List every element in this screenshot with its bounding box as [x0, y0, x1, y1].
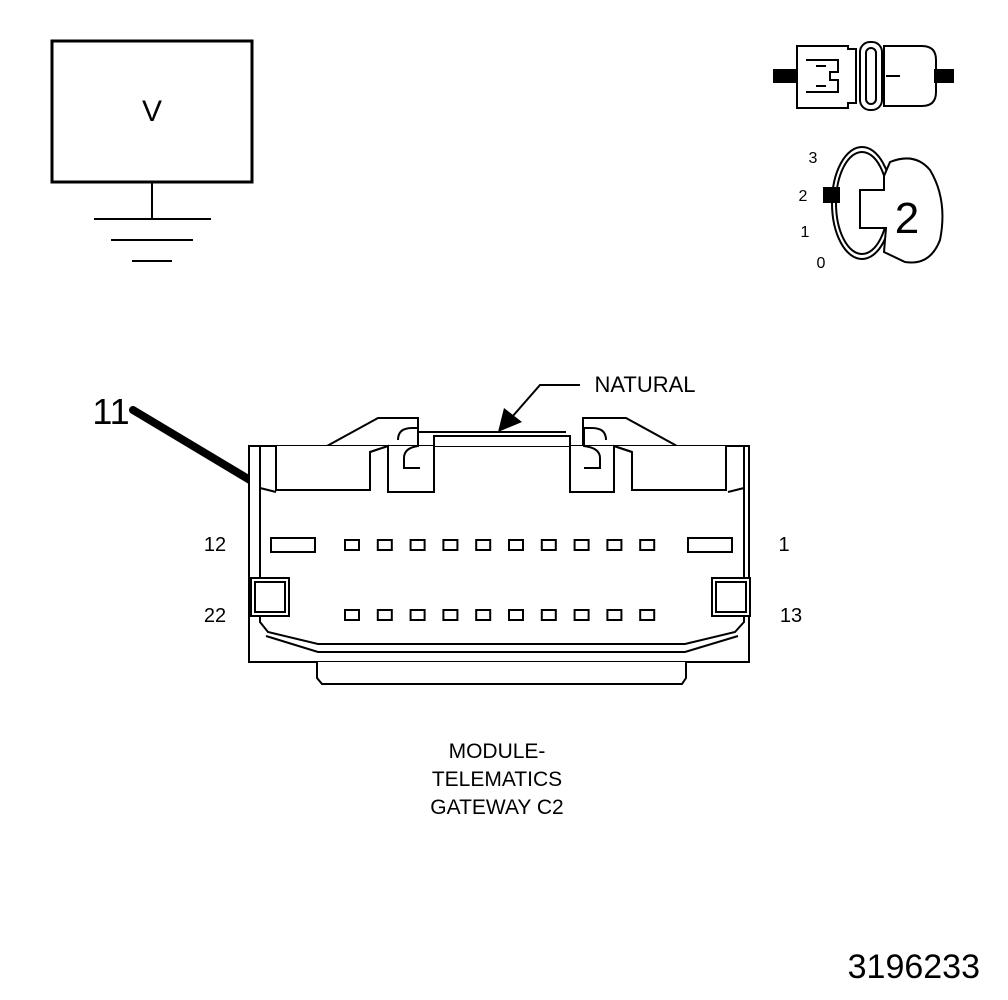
connector-title-line-3: GATEWAY C2 [430, 796, 563, 819]
bottom-row-cavities [344, 609, 656, 621]
connector-disconnect-icon [773, 41, 954, 111]
connector-face [248, 417, 751, 685]
ignition-position-3: 3 [809, 150, 818, 167]
ignition-position-1: 1 [801, 224, 810, 241]
ignition-position-0: 0 [817, 255, 826, 272]
ignition-switch-icon: 3 2 1 0 2 [799, 146, 944, 272]
pin-label-top-right: 1 [778, 534, 789, 556]
top-row-cavity [376, 539, 393, 551]
bottom-row-cavity [475, 609, 492, 621]
top-row-cavities [344, 539, 656, 551]
top-row-cavity [409, 539, 426, 551]
figure-number: 3196233 [848, 948, 980, 986]
bottom-row-cavity [409, 609, 426, 621]
ignition-position-2: 2 [799, 188, 808, 205]
voltmeter-label: V [142, 95, 162, 128]
top-row-cavity [344, 539, 360, 551]
pin-label-top-left: 12 [204, 534, 226, 556]
ground-icon [94, 182, 211, 262]
bottom-row-cavity [508, 609, 524, 621]
bottom-row-cavity [573, 609, 590, 621]
top-row-cavity [508, 539, 524, 551]
bottom-row-cavity [344, 609, 360, 621]
top-row-cavity [475, 539, 492, 551]
bottom-row-cavity [639, 609, 656, 621]
top-row-cavity [540, 539, 557, 551]
top-row-cavity [442, 539, 459, 551]
bottom-row-cavity [606, 609, 623, 621]
connector-title-line-2: TELEMATICS [432, 768, 562, 791]
connector-title-line-1: MODULE- [449, 740, 546, 763]
voltmeter-box [50, 39, 254, 184]
voltmeter-symbol: V [50, 39, 254, 262]
connector-color-label: NATURAL [594, 372, 695, 397]
bottom-row-cavity [376, 609, 393, 621]
bottom-row-cavity [540, 609, 557, 621]
top-row-cavity [639, 539, 656, 551]
bottom-row-cavity [442, 609, 459, 621]
top-row-cavity [606, 539, 623, 551]
pin-label-bottom-right: 13 [780, 605, 802, 627]
top-row-cavity [573, 539, 590, 551]
pin-label-bottom-left: 22 [204, 605, 226, 627]
callout-pin-number: 11 [92, 391, 129, 432]
ignition-key-label: 2 [895, 194, 919, 243]
color-leader-arrow [498, 384, 580, 432]
